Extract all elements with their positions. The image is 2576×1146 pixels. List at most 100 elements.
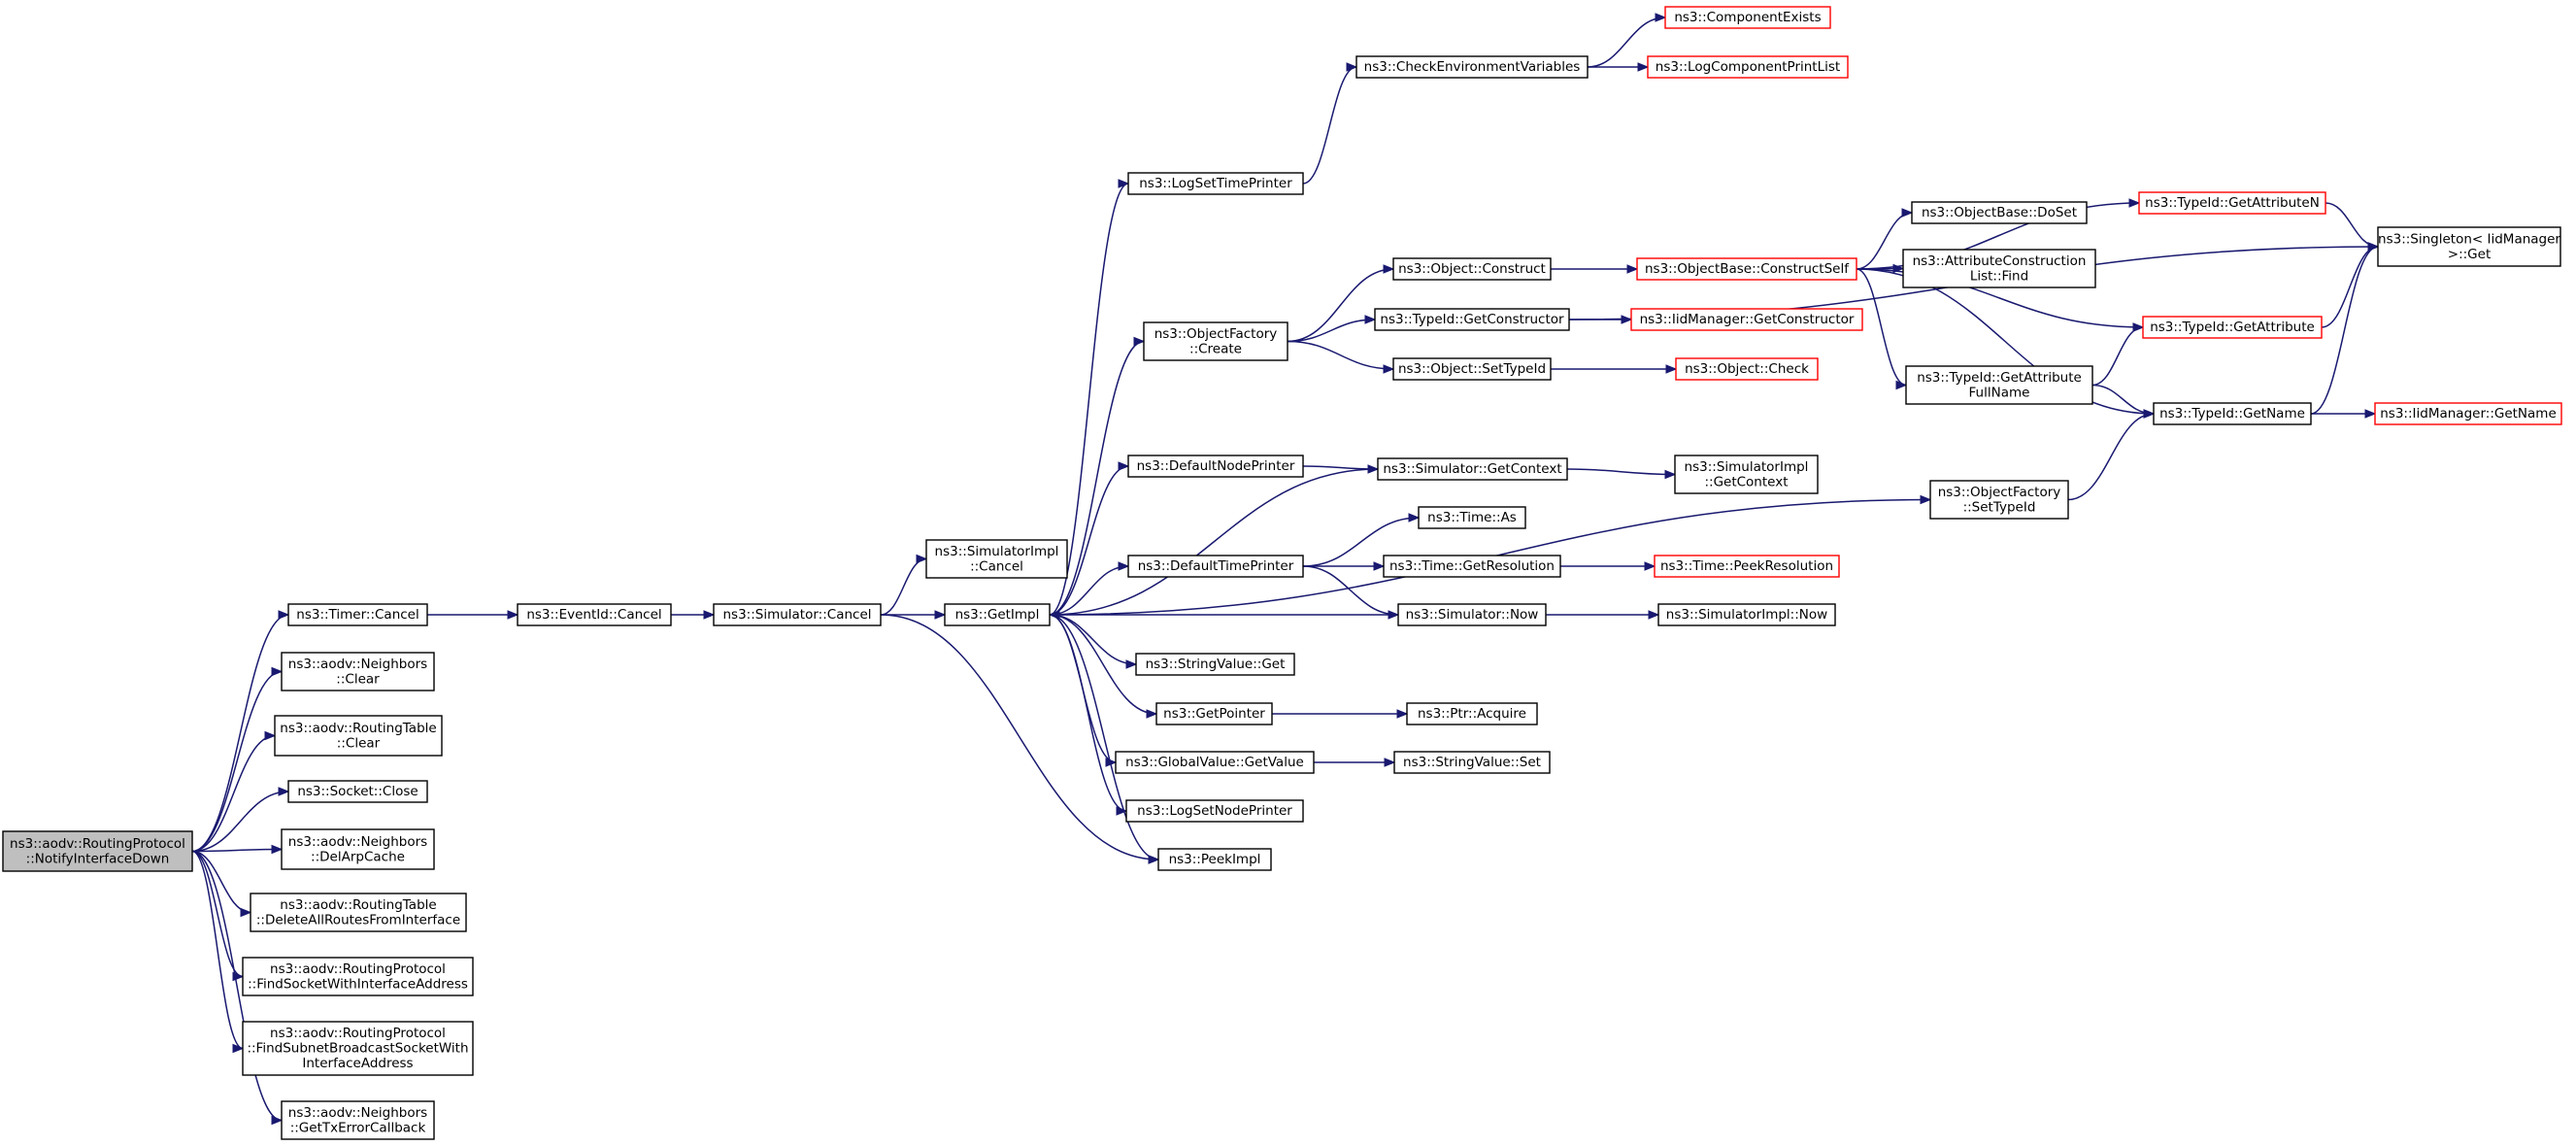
node-label: ns3::LogComponentPrintList — [1656, 59, 1840, 75]
node-typeid-getctor[interactable]: ns3::TypeId::GetConstructor — [1374, 308, 1570, 331]
node-timer-cancel[interactable]: ns3::Timer::Cancel — [287, 603, 428, 626]
node-label: ns3::Time::GetResolution — [1389, 558, 1555, 574]
node-typeid-getname[interactable]: ns3::TypeId::GetName — [2153, 402, 2312, 425]
edge-line — [2091, 326, 2144, 387]
node-label: ns3::ObjectBase::ConstructSelf — [1645, 261, 1850, 277]
node-sim-now[interactable]: ns3::Simulator::Now — [1397, 603, 1547, 626]
node-label: ns3::Object::SetTypeId — [1398, 361, 1546, 377]
node-label: ::DelArpCache — [311, 849, 405, 864]
node-objbase-doset[interactable]: ns3::ObjectBase::DoSet — [1911, 201, 2088, 224]
node-label: ns3::LogSetNodePrinter — [1137, 803, 1292, 819]
node-box — [250, 893, 467, 932]
node-label: ns3::DefaultTimePrinter — [1138, 558, 1294, 574]
node-simimpl-cancel[interactable]: ns3::SimulatorImpl::Cancel — [925, 539, 1068, 579]
arrowhead — [507, 610, 519, 620]
edge-typeid-getattrfull-to-typeid-getattr — [2091, 322, 2145, 387]
node-label: ns3::Simulator::Now — [1406, 607, 1539, 623]
edge-line — [880, 614, 1159, 860]
node-globalvalue-get[interactable]: ns3::GlobalValue::GetValue — [1115, 751, 1315, 774]
node-box — [1135, 653, 1295, 676]
node-logsetnode[interactable]: ns3::LogSetNodePrinter — [1125, 799, 1304, 823]
node-objfactory-create[interactable]: ns3::ObjectFactory::Create — [1143, 321, 1288, 361]
node-defaulttime[interactable]: ns3::DefaultTimePrinter — [1127, 555, 1304, 578]
node-box — [274, 715, 443, 757]
node-rtable-delete[interactable]: ns3::aodv::RoutingTable::DeleteAllRoutes… — [250, 893, 467, 932]
node-obj-construct[interactable]: ns3::Object::Construct — [1392, 257, 1552, 281]
node-time-peekres[interactable]: ns3::Time::PeekResolution — [1654, 555, 1840, 578]
edge-objfactory-create-to-typeid-getctor — [1287, 315, 1377, 343]
node-iidmgr-getctor[interactable]: ns3::IidManager::GetConstructor — [1630, 308, 1863, 331]
node-box — [1674, 455, 1819, 494]
arrowhead — [2364, 409, 2377, 419]
node-eventid-cancel[interactable]: ns3::EventId::Cancel — [517, 603, 672, 626]
node-label: ns3::GetImpl — [955, 607, 1040, 623]
node-label: ns3::Ptr::Acquire — [1418, 706, 1526, 722]
node-neighbors-gettx[interactable]: ns3::aodv::Neighbors::GetTxErrorCallback — [281, 1100, 435, 1140]
edge-line — [1049, 614, 1137, 665]
node-label: ns3::IidManager::GetConstructor — [1640, 312, 1855, 327]
node-label: ::GetContext — [1704, 474, 1788, 489]
node-typeid-getattr[interactable]: ns3::TypeId::GetAttribute — [2142, 316, 2323, 339]
edge-typeid-getname-to-singleton-get — [2310, 242, 2380, 415]
edge-line — [1856, 268, 1907, 387]
edge-line — [1049, 468, 1379, 616]
node-obj-settypeid[interactable]: ns3::Object::SetTypeId — [1392, 357, 1552, 381]
arrowhead — [240, 907, 252, 918]
arrowhead — [1373, 561, 1386, 571]
node-label: ns3::ComponentExists — [1674, 10, 1821, 25]
arrowhead — [2143, 409, 2156, 419]
edge-root-to-timer-cancel — [191, 610, 290, 853]
node-getpointer[interactable]: ns3::GetPointer — [1155, 702, 1273, 725]
node-simimpl-now[interactable]: ns3::SimulatorImpl::Now — [1657, 603, 1836, 626]
node-checkenv[interactable]: ns3::CheckEnvironmentVariables — [1355, 55, 1589, 79]
node-stringvalue-set[interactable]: ns3::StringValue::Set — [1393, 751, 1551, 774]
node-sim-cancel[interactable]: ns3::Simulator::Cancel — [713, 603, 882, 626]
node-label: ns3::CheckEnvironmentVariables — [1364, 59, 1581, 75]
node-peekimpl[interactable]: ns3::PeekImpl — [1157, 848, 1272, 871]
node-find-socket[interactable]: ns3::aodv::RoutingProtocol::FindSocketWi… — [242, 957, 474, 996]
arrowhead — [1637, 62, 1650, 72]
node-root[interactable]: ns3::aodv::RoutingProtocol::NotifyInterf… — [2, 830, 193, 872]
node-time-as[interactable]: ns3::Time::As — [1418, 506, 1526, 529]
node-objbase-constructself[interactable]: ns3::ObjectBase::ConstructSelf — [1636, 257, 1857, 281]
node-box — [1647, 55, 1849, 79]
node-find-subnet[interactable]: ns3::aodv::RoutingProtocol::FindSubnetBr… — [242, 1021, 474, 1076]
edge-line — [1587, 17, 1666, 68]
node-simimpl-getcontext[interactable]: ns3::SimulatorImpl::GetContext — [1674, 455, 1819, 494]
node-compexists[interactable]: ns3::ComponentExists — [1664, 6, 1831, 29]
node-typeid-getattrn[interactable]: ns3::TypeId::GetAttributeN — [2138, 191, 2326, 215]
edge-line — [2325, 202, 2379, 248]
node-iidmgr-getname[interactable]: ns3::IidManager::GetName — [2374, 402, 2562, 425]
node-box — [1418, 506, 1526, 529]
node-box — [2138, 191, 2326, 215]
node-getimpl[interactable]: ns3::GetImpl — [944, 603, 1051, 626]
node-label: ns3::Simulator::GetContext — [1383, 461, 1561, 477]
arrowhead — [1384, 758, 1396, 767]
node-label: ns3::Timer::Cancel — [296, 607, 418, 623]
node-logcomplist[interactable]: ns3::LogComponentPrintList — [1647, 55, 1849, 79]
node-logsettime[interactable]: ns3::LogSetTimePrinter — [1127, 172, 1304, 195]
node-objfactory-settypeid[interactable]: ns3::ObjectFactory::SetTypeId — [1929, 480, 2069, 520]
node-stringvalue-get[interactable]: ns3::StringValue::Get — [1135, 653, 1295, 676]
edge-getimpl-to-logsettime — [1049, 179, 1130, 616]
node-socket-close[interactable]: ns3::Socket::Close — [287, 780, 428, 803]
node-defaultnode[interactable]: ns3::DefaultNodePrinter — [1127, 455, 1304, 478]
node-neighbors-clear[interactable]: ns3::aodv::Neighbors::Clear — [281, 652, 435, 691]
node-box — [281, 1100, 435, 1140]
edge-typeid-getname-to-iidmgr-getname — [2311, 409, 2377, 419]
node-label: ns3::aodv::RoutingTable — [280, 721, 436, 736]
node-ptr-acquire[interactable]: ns3::Ptr::Acquire — [1406, 702, 1538, 725]
node-sim-getcontext[interactable]: ns3::Simulator::GetContext — [1377, 457, 1568, 481]
arrowhead — [1408, 513, 1421, 522]
arrowhead — [271, 844, 284, 855]
node-time-getres[interactable]: ns3::Time::GetResolution — [1383, 555, 1561, 578]
node-rtable-clear[interactable]: ns3::aodv::RoutingTable::Clear — [274, 715, 443, 757]
node-singleton-get[interactable]: ns3::Singleton< IidManager >::Get — [2377, 226, 2561, 267]
edge-line — [1302, 66, 1357, 185]
node-neighbors-delarp[interactable]: ns3::aodv::Neighbors::DelArpCache — [281, 828, 435, 870]
node-label: ns3::aodv::RoutingProtocol — [270, 1026, 446, 1041]
node-obj-check[interactable]: ns3::Object::Check — [1675, 357, 1819, 381]
arrowhead — [1364, 315, 1377, 324]
